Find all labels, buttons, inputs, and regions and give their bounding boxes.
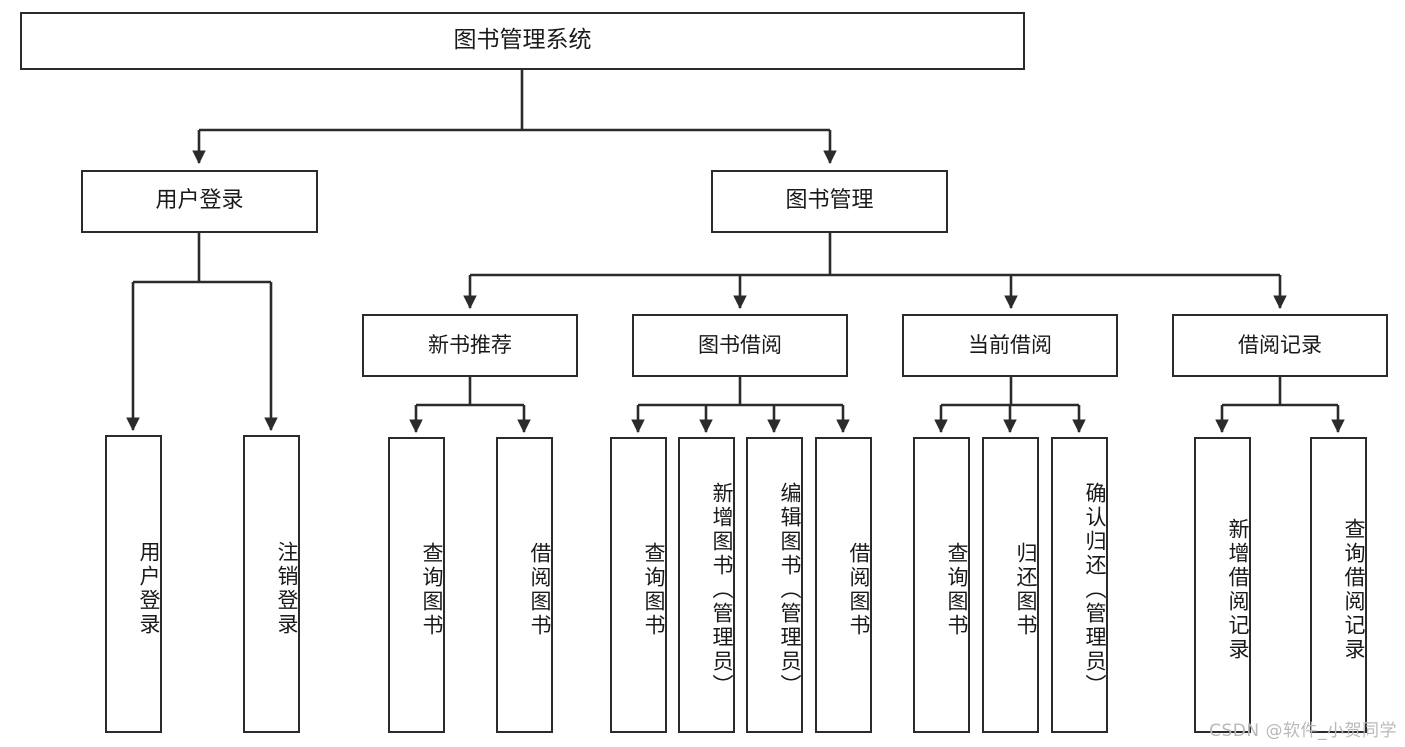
leaf-query-borrow-record-label: 查询借阅记录 bbox=[1342, 518, 1366, 662]
node-current-borrow[interactable]: 当前借阅 bbox=[902, 314, 1118, 377]
node-book-mgmt-label: 图书管理 bbox=[785, 188, 874, 214]
watermark: CSDN @软件_小贺同学 bbox=[1209, 721, 1397, 741]
leaf-query-book-borrow[interactable]: 查询图书 bbox=[610, 437, 667, 733]
node-borrow-record-label: 借阅记录 bbox=[1238, 332, 1322, 357]
node-root[interactable]: 图书管理系统 bbox=[20, 12, 1025, 70]
leaf-add-borrow-record-label: 新增借阅记录 bbox=[1226, 518, 1250, 662]
leaf-query-book-rec-label: 查询图书 bbox=[420, 542, 444, 638]
leaf-add-book-admin-label: 新增图书（管理员） bbox=[710, 482, 734, 698]
leaf-user-login[interactable]: 用户登录 bbox=[105, 435, 162, 733]
leaf-query-book-current[interactable]: 查询图书 bbox=[913, 437, 970, 733]
leaf-query-book-borrow-label: 查询图书 bbox=[642, 542, 666, 638]
leaf-user-login-label: 用户登录 bbox=[137, 541, 161, 637]
node-borrow-record[interactable]: 借阅记录 bbox=[1172, 314, 1388, 377]
leaf-borrow-book[interactable]: 借阅图书 bbox=[815, 437, 872, 733]
node-book-borrow-label: 图书借阅 bbox=[698, 332, 782, 357]
node-new-book-rec-label: 新书推荐 bbox=[428, 332, 512, 357]
node-book-borrow[interactable]: 图书借阅 bbox=[632, 314, 848, 377]
leaf-logout-label: 注销登录 bbox=[275, 541, 299, 637]
leaf-borrow-book-label: 借阅图书 bbox=[847, 542, 871, 638]
node-new-book-rec[interactable]: 新书推荐 bbox=[362, 314, 578, 377]
node-user-login[interactable]: 用户登录 bbox=[81, 170, 318, 233]
leaf-confirm-return-admin-label: 确认归还（管理员） bbox=[1083, 482, 1107, 698]
leaf-logout[interactable]: 注销登录 bbox=[243, 435, 300, 733]
leaf-borrow-book-rec[interactable]: 借阅图书 bbox=[496, 437, 553, 733]
leaf-query-book-rec[interactable]: 查询图书 bbox=[388, 437, 445, 733]
node-user-login-label: 用户登录 bbox=[155, 188, 244, 214]
leaf-borrow-book-rec-label: 借阅图书 bbox=[528, 542, 552, 638]
leaf-add-book-admin[interactable]: 新增图书（管理员） bbox=[678, 437, 735, 733]
node-current-borrow-label: 当前借阅 bbox=[968, 332, 1052, 357]
leaf-query-book-current-label: 查询图书 bbox=[945, 542, 969, 638]
leaf-add-borrow-record[interactable]: 新增借阅记录 bbox=[1194, 437, 1251, 733]
node-book-mgmt[interactable]: 图书管理 bbox=[711, 170, 948, 233]
leaf-edit-book-admin-label: 编辑图书（管理员） bbox=[778, 482, 802, 698]
leaf-confirm-return-admin[interactable]: 确认归还（管理员） bbox=[1051, 437, 1108, 733]
leaf-edit-book-admin[interactable]: 编辑图书（管理员） bbox=[746, 437, 803, 733]
leaf-return-book[interactable]: 归还图书 bbox=[982, 437, 1039, 733]
node-root-label: 图书管理系统 bbox=[453, 27, 592, 54]
leaf-return-book-label: 归还图书 bbox=[1014, 542, 1038, 638]
leaf-query-borrow-record[interactable]: 查询借阅记录 bbox=[1310, 437, 1367, 733]
